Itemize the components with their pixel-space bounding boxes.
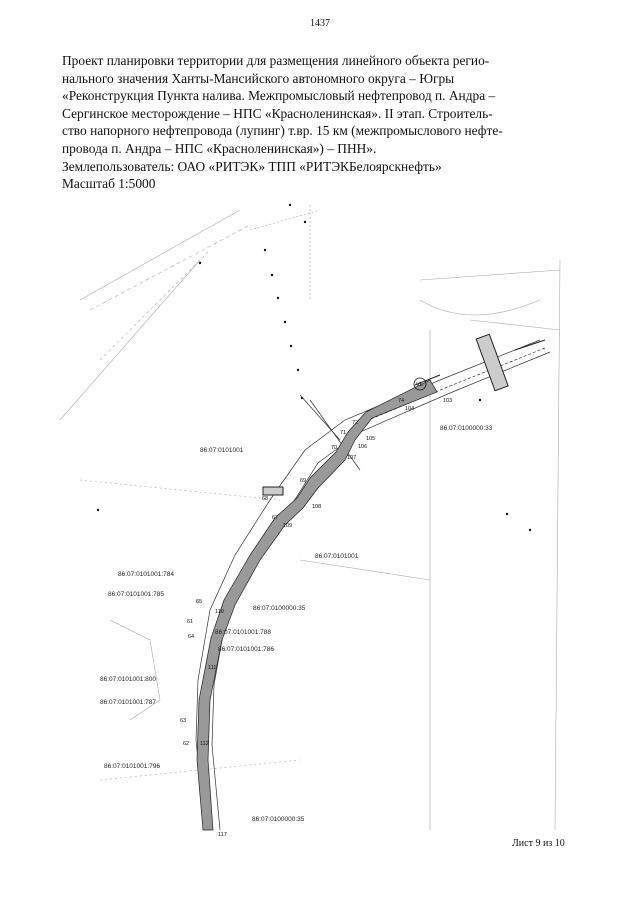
point-label: 68 — [262, 496, 268, 502]
point-label: 108 — [312, 504, 321, 510]
point-label: 110 — [215, 609, 224, 615]
point-label: 112 — [200, 741, 209, 747]
parcel-label: 86:07:0100000:33 — [440, 425, 493, 432]
point-label: 64 — [188, 634, 194, 640]
point-label: 117 — [218, 832, 227, 838]
header-line: провода п. Андра – НПС «Красноленинская»… — [62, 140, 377, 156]
parcel-label: 86:07:0101001 — [315, 553, 359, 560]
point-label: 71 — [340, 430, 346, 436]
parcel-label: 86:07:0101001:786 — [218, 646, 274, 653]
sheet-number: Лист 9 из 10 — [512, 838, 565, 849]
point-label: 107 — [347, 455, 356, 461]
point-label: 104 — [405, 406, 414, 412]
parcel-label: 86:07:0101001:787 — [100, 699, 156, 706]
header-line: нального значения Ханты-Мансийского авто… — [62, 70, 455, 86]
point-label: 74 — [398, 398, 404, 404]
point-label: 105 — [366, 436, 375, 442]
scale-line: Масштаб 1:5000 — [62, 176, 156, 192]
point-label: 111 — [208, 665, 216, 671]
point-label: 103 — [443, 398, 452, 404]
land-user-line: Землепользователь: ОАО «РИТЭК» ТПП «РИТЭ… — [62, 158, 442, 174]
parcel-label: 86:07:0101001:784 — [118, 571, 174, 578]
parcel-label: 86:07:0100000:35 — [253, 605, 306, 612]
crossing-structures — [262, 333, 546, 496]
point-label: 62 — [183, 741, 189, 747]
parcel-label: 86:07:0100000:35 — [252, 816, 305, 823]
point-label: 106 — [358, 444, 367, 450]
point-label: 61 — [187, 619, 193, 625]
background-lines — [59, 205, 561, 831]
point-label: 67 — [272, 515, 278, 521]
point-label: 63 — [180, 718, 186, 724]
parcel-label: 86:07:0101001 — [200, 447, 244, 454]
survey-markers — [96, 203, 532, 532]
vertex-label: V5 — [416, 382, 423, 388]
header-text: Проект планировки территории для размеще… — [62, 52, 562, 193]
header-line: Проект планировки территории для размеще… — [62, 53, 490, 68]
page-number: 1437 — [310, 18, 330, 29]
vertex-marker-v5: V5 — [413, 377, 427, 391]
parcel-label: 86:07:0101001:796 — [104, 763, 160, 770]
header-line: «Реконструкция Пункта налива. Межпромысл… — [62, 88, 496, 104]
point-label: 65 — [196, 599, 202, 605]
point-label: 70 — [331, 445, 337, 451]
parcel-label: 86:07:0101001:785 — [108, 591, 164, 598]
pipeline-route — [196, 379, 438, 831]
point-label: 72 — [352, 420, 358, 426]
point-labels: 74 103 104 105 106 107 108 109 110 111 1… — [180, 398, 452, 838]
header-line: ство напорного нефтепровода (лупинг) т.в… — [62, 123, 503, 139]
parcel-labels: 86:07:0101001 86:07:0100000:33 86:07:010… — [100, 425, 493, 823]
point-label: 69 — [300, 478, 306, 484]
header-line: Сергинское месторождение – НПС «Красноле… — [62, 105, 493, 121]
parcel-label: 86:07:0101001:800 — [100, 676, 156, 683]
parcel-label: 86:07:0101001:788 — [215, 629, 271, 636]
point-label: 109 — [283, 523, 292, 529]
